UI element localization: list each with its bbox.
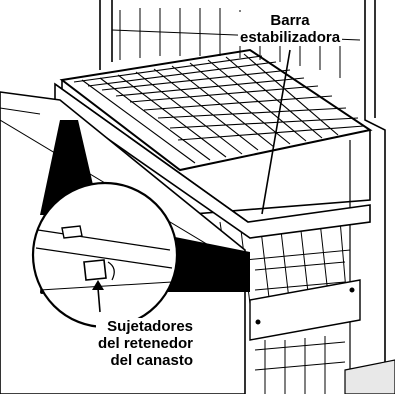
basket-holders-label-line2: del retenedor: [98, 335, 194, 352]
stabilizer-bar-label-line2: estabilizadora: [240, 29, 341, 46]
detail-magnifier: [31, 181, 179, 329]
stabilizer-bar-label-line1: Barra: [270, 12, 310, 29]
basket-holders-label: Sujetadores del retenedor del canasto: [96, 318, 196, 369]
lower-basket: [244, 249, 361, 394]
basket-grid: [59, 48, 373, 172]
stabilizer-bar-label: Barra estabilizadora: [238, 12, 343, 46]
basket-holders-label-line1: Sujetadores: [107, 318, 194, 335]
stabilizer-bar-leader: [261, 49, 291, 215]
basket-holders-label-line3: del canasto: [110, 352, 194, 369]
floor-block: [344, 359, 395, 394]
